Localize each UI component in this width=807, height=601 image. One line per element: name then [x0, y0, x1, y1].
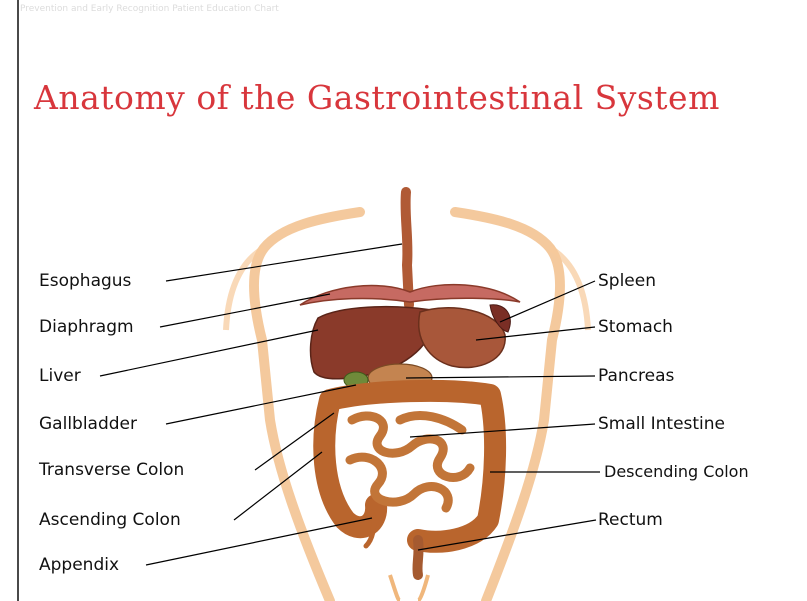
label-ascending-colon: Ascending Colon: [39, 510, 181, 530]
label-gallbladder: Gallbladder: [39, 414, 137, 434]
label-stomach: Stomach: [598, 317, 673, 337]
label-transverse-colon: Transverse Colon: [39, 460, 184, 480]
label-liver: Liver: [39, 366, 81, 386]
small-intestine-organ: [350, 415, 470, 508]
label-rectum: Rectum: [598, 510, 663, 530]
esophagus-organ: [406, 192, 409, 305]
label-diaphragm: Diaphragm: [39, 317, 134, 337]
label-spleen: Spleen: [598, 271, 656, 291]
label-appendix: Appendix: [39, 555, 119, 575]
rectum-organ: [417, 540, 418, 575]
label-small-intestine: Small Intestine: [598, 414, 725, 434]
label-pancreas: Pancreas: [598, 366, 674, 386]
label-descending-colon: Descending Colon: [604, 462, 749, 482]
label-esophagus: Esophagus: [39, 271, 131, 291]
